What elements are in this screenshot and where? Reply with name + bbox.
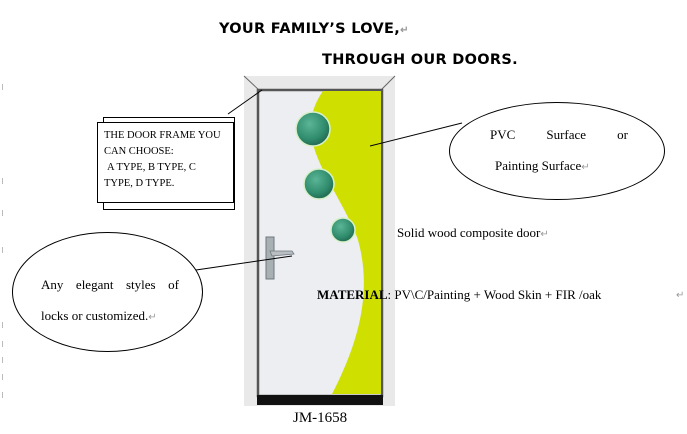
- margin-mark: [2, 247, 6, 253]
- kick-plate: [257, 395, 383, 405]
- model-number: JM-1658: [293, 410, 348, 426]
- locks-callout: Any elegant styles of locks or customize…: [12, 232, 203, 352]
- material-value: : PV\C/Painting + Wood Skin + FIR /oak: [387, 287, 602, 302]
- surface-callout-line-1: PVC Surface or: [490, 127, 628, 143]
- lever-handle: [269, 250, 295, 257]
- frame-callout-line-2: CAN CHOOSE:: [104, 146, 174, 157]
- locks-word: elegant: [75, 277, 114, 292]
- headline-line-2: THROUGH OUR DOORS.: [322, 52, 518, 68]
- decor-circle-medium: [303, 168, 335, 200]
- paragraph-mark: ↵: [540, 229, 549, 240]
- material-label: MATERIAL: [317, 287, 388, 302]
- frame-callout: THE DOOR FRAME YOU CAN CHOOSE: A TYPE, B…: [97, 122, 234, 203]
- frame-callout-line-1: THE DOOR FRAME YOU: [104, 130, 221, 141]
- description-text: Solid wood composite door: [397, 225, 541, 240]
- lime-stripe: [310, 91, 381, 394]
- headline-line-1: YOUR FAMILY’S LOVE,↵: [219, 21, 409, 37]
- margin-mark: [2, 374, 6, 380]
- paragraph-mark: ↵: [148, 312, 157, 323]
- decor-circle-large: [295, 111, 331, 147]
- margin-mark: [2, 322, 6, 328]
- locks-callout-line-1: Any elegant styles of: [41, 277, 179, 293]
- margin-mark: [2, 178, 6, 184]
- margin-mark: [2, 84, 6, 90]
- headline-text-1: YOUR FAMILY’S LOVE,: [219, 21, 401, 37]
- paragraph-mark: ↵: [676, 290, 685, 301]
- margin-mark: [2, 357, 6, 363]
- paragraph-mark: ↵: [400, 25, 409, 36]
- locks-text: locks or customized.: [41, 308, 149, 323]
- material-line: MATERIAL: PV\C/Painting + Wood Skin + FI…: [317, 287, 601, 303]
- surface-callout: PVC Surface or Painting Surface↵: [449, 102, 665, 200]
- surface-word: or: [617, 127, 628, 142]
- leader-line-frame: [227, 89, 263, 115]
- locks-word: of: [168, 277, 179, 292]
- frame-callout-line-3: A TYPE, B TYPE, C: [107, 162, 196, 173]
- locks-word: Any: [41, 277, 64, 292]
- frame-miter-left: [243, 75, 261, 92]
- surface-word: Surface: [546, 127, 587, 142]
- surface-word: PVC: [490, 127, 516, 142]
- locks-word: styles: [126, 277, 156, 292]
- paragraph-mark: ↵: [581, 162, 590, 173]
- surface-callout-line-2: Painting Surface↵: [495, 158, 590, 174]
- door-description: Solid wood composite door↵: [397, 225, 549, 241]
- frame-miter-right: [379, 75, 396, 92]
- headline-text-2: THROUGH OUR DOORS.: [322, 52, 518, 68]
- locks-callout-line-2: locks or customized.↵: [41, 308, 157, 324]
- margin-mark: [2, 210, 6, 216]
- leader-line-surface: [369, 122, 463, 147]
- frame-callout-line-4: TYPE, D TYPE.: [104, 178, 175, 189]
- margin-mark: [2, 392, 6, 398]
- lock-plate: [265, 236, 275, 280]
- surface-text: Painting Surface: [495, 158, 582, 173]
- leader-line-lock: [195, 255, 293, 271]
- margin-mark: [2, 341, 6, 347]
- decor-circle-small: [330, 217, 356, 243]
